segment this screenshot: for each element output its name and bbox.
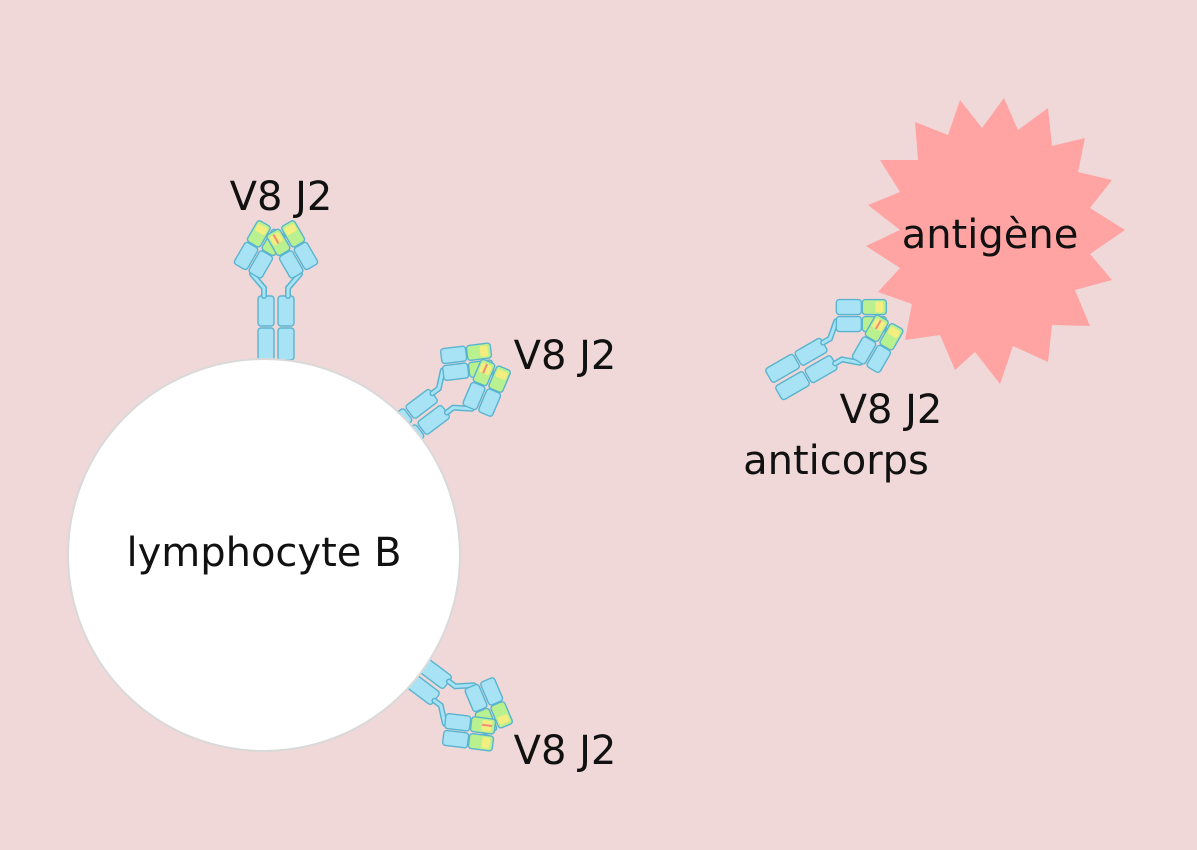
antibody-gene-label: V8 J2 [840, 387, 943, 433]
receptor-label-top: V8 J2 [230, 174, 333, 220]
antigen-label: antigène [902, 212, 1079, 258]
lymphocyte-b-cell [67, 358, 461, 752]
receptor-label-lower-right: V8 J2 [514, 728, 617, 774]
membrane-antibody-top [233, 220, 318, 360]
receptor-label-upper-right: V8 J2 [514, 333, 617, 379]
antibody-name-label: anticorps [743, 438, 929, 484]
antigen-shape [866, 98, 1125, 384]
cell-label: lymphocyte B [126, 530, 401, 576]
